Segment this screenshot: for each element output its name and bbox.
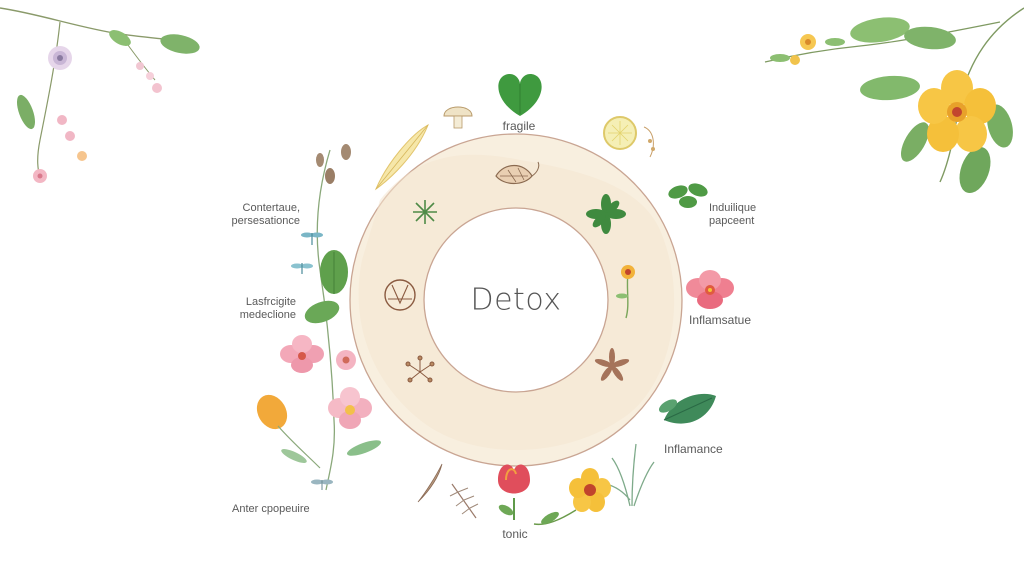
label-right-upper: Inflamsatue bbox=[689, 313, 752, 327]
label-top: fragile bbox=[502, 119, 536, 133]
label-left-upper-line2: persesationce bbox=[231, 215, 301, 227]
orange-bud-icon bbox=[256, 394, 321, 469]
label-top-right: Induilique papceent bbox=[709, 202, 756, 228]
label-left-middle: Lasfrcigite medeclione bbox=[200, 296, 296, 322]
red-flower-icon bbox=[686, 270, 734, 309]
label-top-right-line1: Induilique bbox=[709, 202, 757, 214]
feather-icon bbox=[374, 123, 429, 191]
dragonfly-icon bbox=[301, 232, 323, 245]
botanical-branch-icon bbox=[449, 483, 479, 519]
lemon-slice-icon bbox=[603, 116, 655, 158]
walnut-icon bbox=[495, 161, 540, 185]
dragonfly-icon bbox=[311, 479, 333, 490]
grass-icon bbox=[605, 443, 655, 507]
herb-leaf-icon bbox=[586, 194, 626, 234]
label-right-lower: Inflamance bbox=[664, 442, 723, 456]
label-top-right-line2: papceent bbox=[709, 215, 755, 227]
label-left-upper: Contertaue, persesationce bbox=[200, 202, 301, 228]
herb-sprig-icon bbox=[668, 183, 708, 208]
dragonfly-icon bbox=[291, 263, 313, 274]
label-left-middle-line2: medeclione bbox=[239, 309, 296, 321]
seed-pod-icon bbox=[384, 279, 416, 311]
star-anise-icon bbox=[413, 200, 437, 224]
star-anise-icon bbox=[594, 348, 630, 381]
red-flower-icon bbox=[328, 387, 372, 429]
label-bottom: tonic bbox=[502, 527, 528, 541]
label-left-upper-line1: Contertaue, bbox=[242, 202, 300, 214]
top-left-floral-icon bbox=[0, 7, 200, 183]
label-left-middle-line1: Lasfrcigite bbox=[245, 296, 296, 308]
yellow-flower-icon bbox=[533, 468, 611, 526]
top-right-yellow-flower-icon bbox=[764, 7, 1024, 194]
mushroom-icon bbox=[443, 106, 473, 129]
green-leaf-icon bbox=[658, 393, 716, 424]
heart-leaf-icon bbox=[498, 74, 542, 116]
tulip-icon bbox=[498, 464, 530, 520]
feather-icon bbox=[417, 463, 443, 503]
center-title: Detox bbox=[470, 282, 562, 318]
label-bottom-left: Anter cpopeuire bbox=[232, 503, 310, 515]
small-flower-icon bbox=[616, 265, 635, 319]
small-flower-icon bbox=[336, 350, 356, 370]
botanical-branch-icon bbox=[281, 144, 382, 491]
spice-cluster-icon bbox=[405, 355, 435, 383]
red-flower-icon bbox=[280, 335, 324, 373]
